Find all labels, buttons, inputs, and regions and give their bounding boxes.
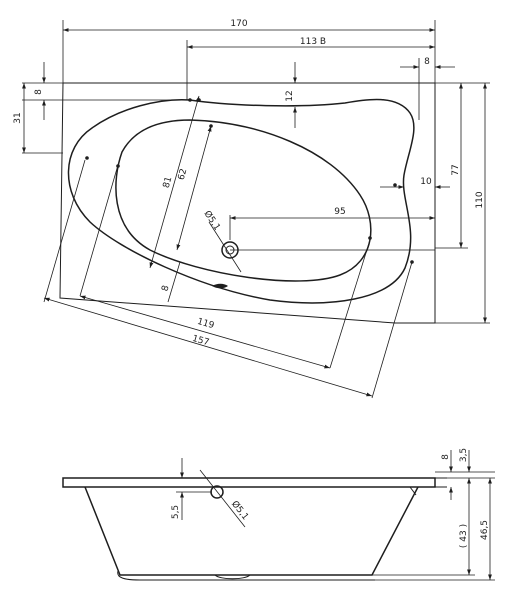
ref-dot: [410, 260, 414, 264]
dim-5-5-label: 5,5: [171, 505, 181, 519]
ref-dot: [393, 183, 397, 187]
outer-basin: [67, 98, 415, 304]
side-body: [84, 486, 419, 576]
dim-157: [43, 297, 373, 397]
dim-side-8-label: 8: [441, 454, 451, 460]
dim-43-label: ( 43 ): [459, 524, 469, 548]
dim-8-diag-label: 8: [160, 284, 171, 292]
side-bottom: [117, 570, 375, 581]
ref-dot: [116, 164, 120, 168]
dim-8-left-label: 8: [34, 89, 44, 95]
dim-77-label: 77: [451, 164, 461, 175]
side-view: Ø5,1 5,5 8 3,5 ( 43 ) 46,5: [62, 448, 495, 581]
dim-113-label: 113 B: [300, 37, 326, 47]
tub-outline: [59, 82, 436, 324]
drain-leader: [208, 221, 242, 273]
ref-dot: [209, 124, 213, 128]
dim-81: [149, 95, 200, 269]
ext-119-left: [79, 164, 119, 297]
side-drain-leader: [199, 469, 246, 528]
dim-46-5-label: 46,5: [480, 520, 490, 540]
drain-dia-label: Ø5,1: [202, 209, 223, 233]
dim-170-label: 170: [230, 19, 247, 29]
overflow-slot: [212, 283, 228, 289]
dim-119-label: 119: [196, 317, 216, 331]
ext-157-right: [371, 261, 413, 399]
dim-8-diag: [167, 261, 181, 303]
inner-basin: [115, 119, 372, 282]
dim-31-label: 31: [13, 112, 23, 123]
ext-157-left: [43, 159, 86, 303]
ref-dot: [85, 156, 89, 160]
ref-dot: [368, 236, 372, 240]
dim-3-5-label: 3,5: [459, 448, 469, 462]
side-corner: [409, 486, 417, 496]
dim-95-label: 95: [334, 207, 345, 217]
top-view: 170 113 B 8 8 31 12 77 110 10: [13, 19, 490, 399]
side-rim: [62, 477, 436, 488]
dim-12-label: 12: [285, 90, 295, 101]
dim-62-label: 62: [177, 168, 190, 182]
ref-dot: [197, 98, 201, 102]
dim-62: [176, 125, 212, 251]
dim-10-label: 10: [420, 177, 432, 187]
dim-8-top-label: 8: [424, 57, 430, 67]
dim-119: [79, 295, 331, 369]
dim-110-label: 110: [475, 191, 485, 208]
ext-119-right: [329, 239, 371, 369]
dim-157-label: 157: [191, 334, 210, 348]
side-drain-pipe: [214, 574, 251, 580]
dim-81-label: 81: [162, 176, 175, 190]
ref-dot: [188, 98, 192, 102]
